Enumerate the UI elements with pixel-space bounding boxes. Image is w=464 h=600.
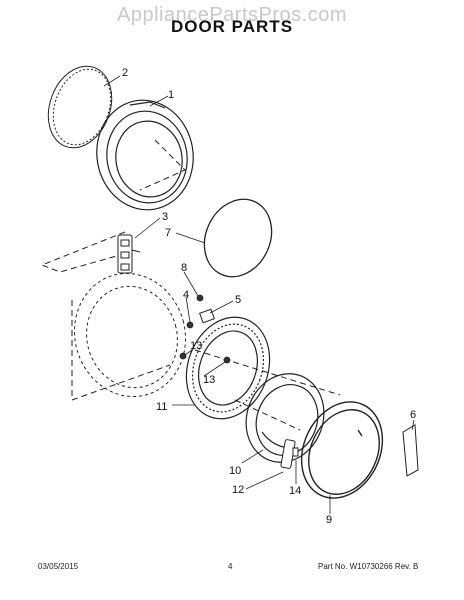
screw-4: [186, 321, 194, 329]
callout-14: 14: [289, 485, 301, 497]
footer-page-number: 4: [228, 562, 233, 571]
callout-13b: 13: [203, 374, 215, 386]
part-6-handle-cover: [402, 424, 419, 477]
part-9-outer-door: [300, 401, 384, 499]
callout-3: 3: [162, 211, 168, 223]
callout-7: 7: [165, 227, 171, 239]
outer-door-frame: [74, 272, 186, 398]
callout-5: 5: [235, 294, 241, 306]
callout-12: 12: [232, 484, 244, 496]
screw-13b: [223, 356, 231, 364]
callout-10: 10: [229, 465, 241, 477]
assembly-guide-lines: [40, 139, 341, 431]
footer-date: 03/05/2015: [38, 562, 79, 571]
screws: [179, 294, 231, 364]
footer-part-number: Part No. W10730266 Rev. B: [318, 562, 419, 571]
leader-lines: [103, 75, 415, 514]
screw-8: [196, 294, 204, 302]
page-title: DOOR PARTS: [170, 17, 294, 36]
callout-6: 6: [410, 409, 416, 421]
part-2-door-seal: [47, 65, 113, 149]
part-5-latch: [199, 308, 215, 324]
callout-8: 8: [181, 262, 187, 274]
callout-2: 2: [122, 67, 128, 79]
part-3-hinge: [117, 234, 141, 274]
callout-labels: 2 1 3 7 8 4 5 13 13 11 6 10 12 14 9: [122, 67, 416, 526]
part-1-inner-door-ring: [96, 99, 194, 211]
watermark: AppliancePartsPros.com: [117, 4, 347, 26]
callout-1: 1: [168, 89, 174, 101]
part-7-gasket: [203, 198, 273, 278]
screw-13a: [179, 352, 187, 360]
callout-13a: 13: [190, 340, 202, 352]
callout-9: 9: [326, 514, 332, 526]
callout-11: 11: [156, 401, 167, 413]
part-12-door-handle: [280, 439, 299, 469]
callout-4: 4: [183, 289, 189, 301]
